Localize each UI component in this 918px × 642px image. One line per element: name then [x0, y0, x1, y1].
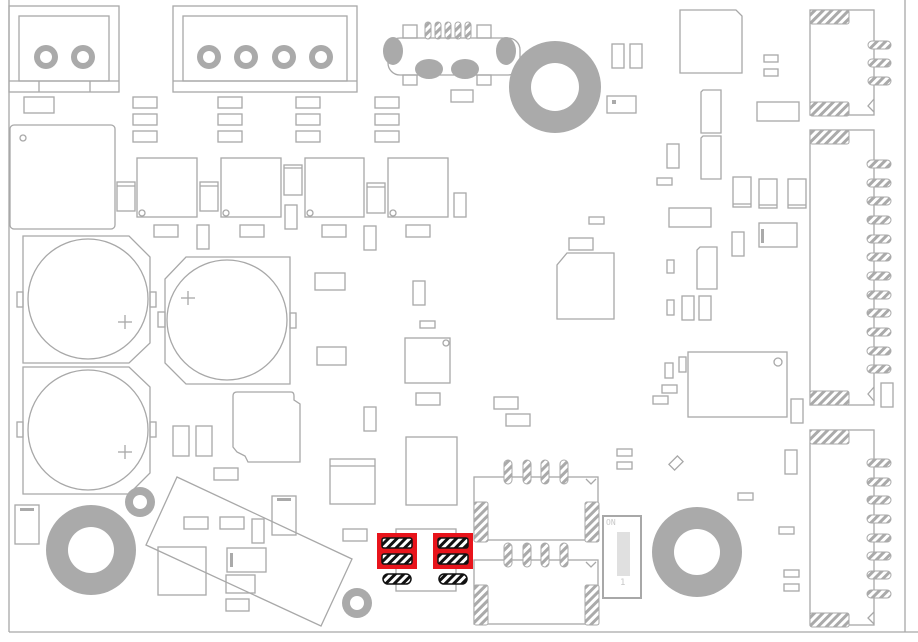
- connector-pads: [809, 9, 892, 628]
- smd-component[interactable]: [666, 299, 675, 316]
- smd-component[interactable]: [763, 54, 779, 63]
- selected-pad[interactable]: [381, 553, 413, 565]
- ic-large[interactable]: [687, 351, 788, 418]
- smd-component[interactable]: [783, 583, 800, 592]
- terminal-block-4pin[interactable]: [172, 5, 358, 93]
- smd-component[interactable]: [778, 526, 795, 535]
- crystal-oscillator[interactable]: [679, 9, 743, 74]
- smd-component[interactable]: [14, 504, 40, 545]
- pin1-marker: [277, 498, 291, 501]
- smd-component[interactable]: [629, 43, 643, 69]
- pad[interactable]: [382, 573, 412, 585]
- smd-component[interactable]: [363, 406, 377, 432]
- ic-row[interactable]: [116, 157, 467, 251]
- smd-component[interactable]: [450, 89, 474, 103]
- smd-component[interactable]: [415, 392, 441, 406]
- smd-component[interactable]: [681, 295, 695, 321]
- dip-switch-on-label: ON: [606, 518, 616, 527]
- smd-component[interactable]: [172, 425, 190, 457]
- smd-component[interactable]: [700, 135, 722, 180]
- shielded-inductor[interactable]: [232, 391, 301, 463]
- smd-component[interactable]: [668, 455, 684, 471]
- pin1-marker: [761, 229, 764, 243]
- smd-ic[interactable]: [405, 436, 458, 506]
- smd-component[interactable]: [505, 413, 531, 427]
- card-connector-pads: [473, 459, 600, 626]
- smd-component[interactable]: [611, 43, 625, 69]
- smd-component[interactable]: [664, 362, 674, 379]
- coin-cell-holder-2[interactable]: [157, 256, 297, 385]
- smd-component[interactable]: [195, 425, 213, 457]
- pad[interactable]: [438, 573, 468, 585]
- smd-component[interactable]: [700, 89, 722, 134]
- smd-component[interactable]: [758, 222, 798, 248]
- pin1-marker: [20, 508, 34, 511]
- smd-component[interactable]: [678, 356, 687, 373]
- smd-cap-row[interactable]: [732, 176, 807, 209]
- smd-component[interactable]: [696, 246, 718, 290]
- smd-component[interactable]: [666, 259, 675, 274]
- pin1-marker: [612, 100, 616, 104]
- selected-pad[interactable]: [437, 537, 469, 549]
- smd-component[interactable]: [616, 448, 633, 457]
- ic-qfn[interactable]: [404, 337, 451, 384]
- rotated-module[interactable]: [145, 476, 353, 627]
- connector-3pin[interactable]: [809, 9, 875, 116]
- smd-component[interactable]: [314, 272, 346, 291]
- smd-component[interactable]: [616, 461, 633, 470]
- smd-column[interactable]: [132, 96, 400, 143]
- smd-component[interactable]: [731, 231, 745, 257]
- smd-component[interactable]: [23, 96, 55, 114]
- smd-component[interactable]: [666, 143, 680, 169]
- smd-component[interactable]: [763, 68, 779, 77]
- smd-component[interactable]: [493, 396, 519, 410]
- selected-pads[interactable]: [377, 533, 473, 585]
- smd-component[interactable]: [419, 320, 436, 329]
- selected-pad[interactable]: [381, 537, 413, 549]
- smd-component[interactable]: [588, 216, 605, 225]
- card-connector-1[interactable]: [473, 476, 599, 541]
- pin1-marker: [230, 553, 233, 567]
- smd-component[interactable]: [412, 280, 426, 306]
- coin-cell-holder-3[interactable]: [16, 366, 157, 495]
- smd-component[interactable]: [668, 207, 712, 228]
- smd-component[interactable]: [756, 101, 800, 122]
- usb-signal-pads: [424, 21, 472, 40]
- dip-switch-actuator[interactable]: [617, 532, 630, 576]
- power-module[interactable]: [9, 124, 116, 230]
- card-connector-2[interactable]: [473, 559, 599, 625]
- smd-component[interactable]: [783, 569, 800, 578]
- sot-package[interactable]: [556, 252, 615, 320]
- smd-component[interactable]: [213, 467, 239, 481]
- terminal-block-2pin[interactable]: [8, 5, 120, 93]
- smd-inductor[interactable]: [329, 458, 376, 505]
- smd-component[interactable]: [661, 384, 678, 394]
- dip-switch[interactable]: ON 1: [602, 515, 642, 599]
- smd-component[interactable]: [784, 449, 798, 475]
- connector-12pin[interactable]: [809, 129, 875, 406]
- dip-switch-position-label: 1: [620, 578, 625, 588]
- smd-component[interactable]: [656, 177, 673, 186]
- usb-shield-pads: [383, 37, 516, 79]
- selected-pad[interactable]: [437, 553, 469, 565]
- smd-component[interactable]: [316, 346, 347, 366]
- smd-component[interactable]: [880, 382, 894, 408]
- smd-component[interactable]: [737, 492, 754, 501]
- smd-component[interactable]: [606, 95, 637, 114]
- connector-8pin[interactable]: [809, 429, 875, 626]
- coin-cell-holder-1[interactable]: [16, 235, 157, 364]
- smd-component[interactable]: [698, 295, 712, 321]
- smd-component[interactable]: [790, 398, 804, 424]
- smd-component[interactable]: [568, 237, 594, 251]
- smd-component[interactable]: [342, 528, 368, 542]
- smd-component[interactable]: [652, 395, 669, 405]
